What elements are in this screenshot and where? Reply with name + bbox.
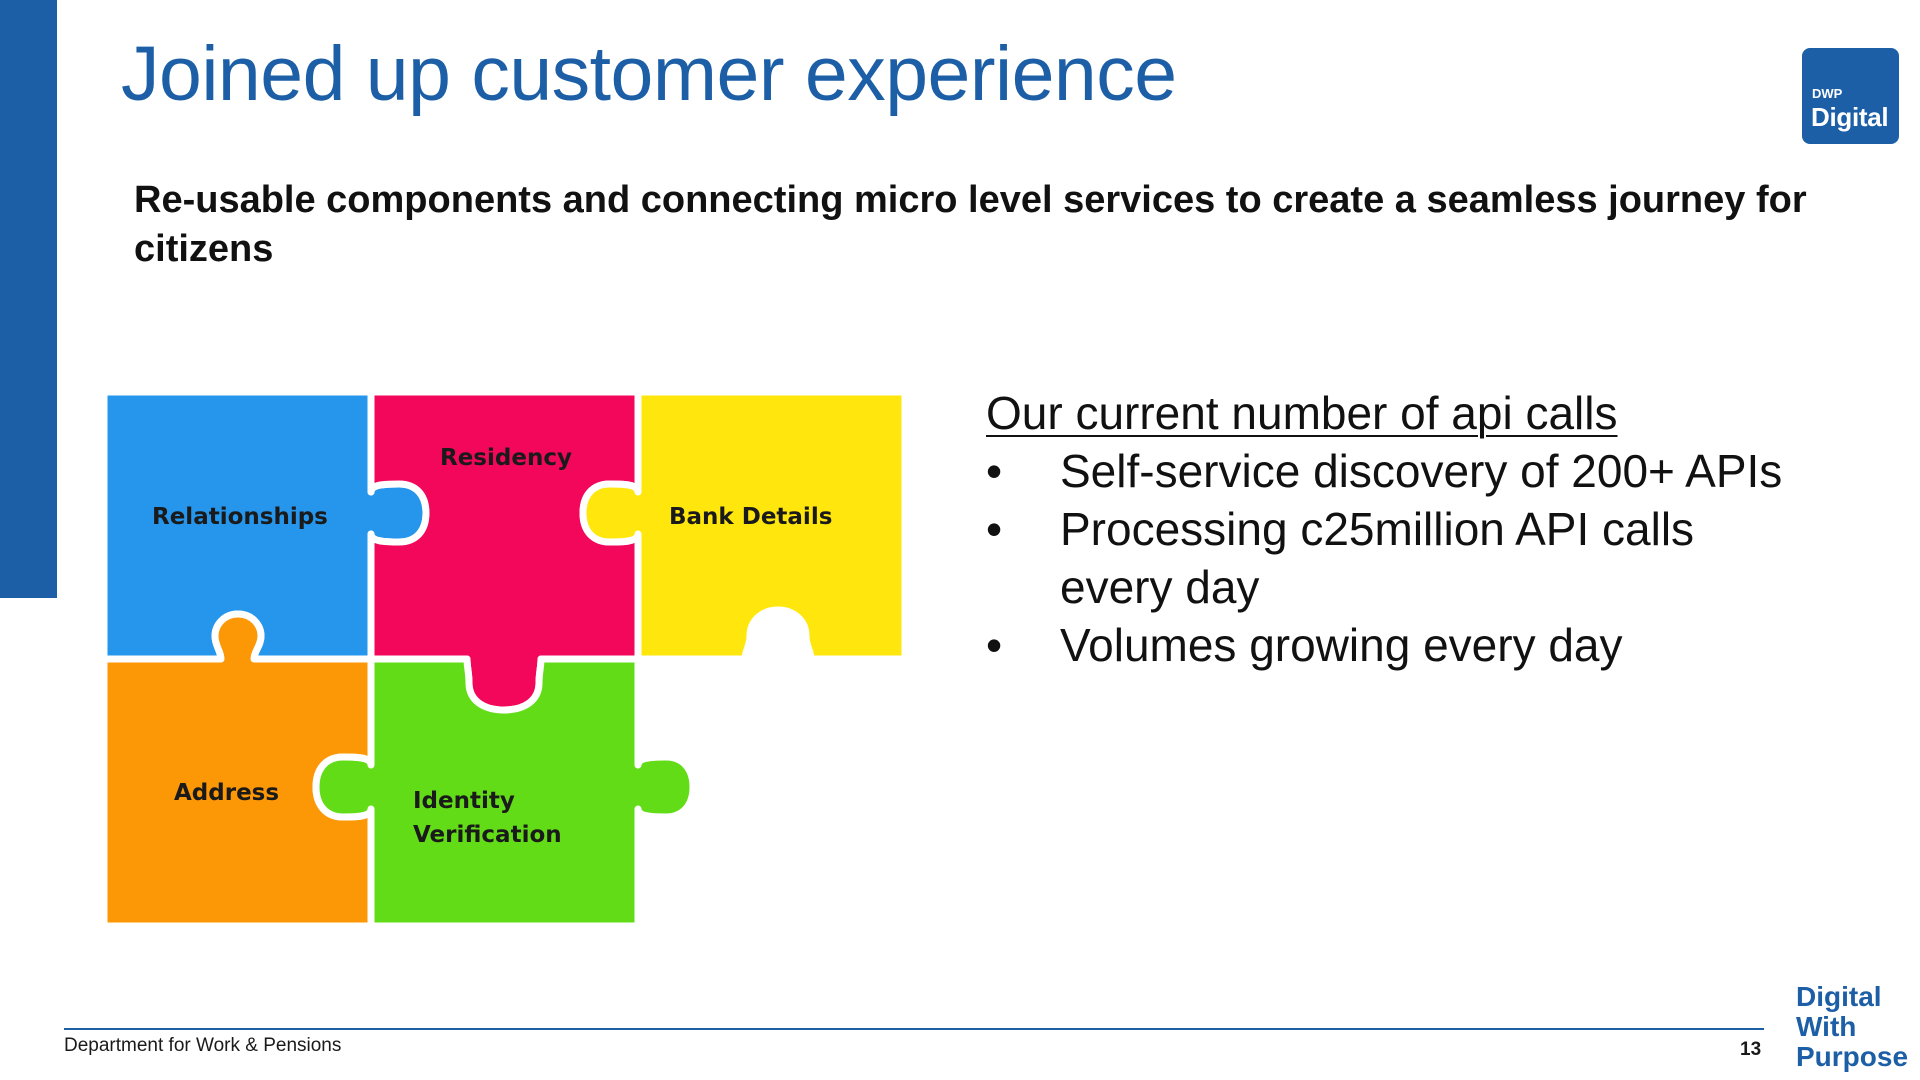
left-accent-bar [0,0,57,598]
api-calls-list: • Self-service discovery of 200+ APIs • … [986,442,1866,674]
puzzle-label-identity-verification: Identity Verification [413,784,562,852]
page-number: 13 [1740,1039,1762,1060]
bullet-icon: • [986,445,1003,497]
puzzle-label-relationships: Relationships [152,504,328,530]
slide-title: Joined up customer experience [121,31,1177,117]
puzzle-label-bank-details: Bank Details [669,504,833,530]
logo-big-text: Digital [1811,102,1889,132]
list-item-text: Processing c25million API calls every da… [1060,503,1695,613]
list-item: • Processing c25million API calls every … [986,500,1760,616]
puzzle-graphic [100,388,909,930]
puzzle-label-residency: Residency [440,445,572,471]
tagline-line-3: Purpose [1796,1041,1909,1072]
list-item: • Self-service discovery of 200+ APIs [986,442,1866,500]
footer-divider [64,1028,1764,1030]
puzzle-piece-bank-details [579,388,909,663]
bullet-icon: • [986,503,1003,555]
puzzle-diagram: Relationships Residency Bank Details Add… [100,388,909,932]
tagline-line-1: Digital [1796,981,1882,1012]
identity-label-line-2: Verification [413,822,562,848]
identity-label-line-1: Identity [413,788,515,814]
api-calls-heading: Our current number of api calls [986,387,1618,439]
list-item-text: Volumes growing every day [1060,619,1623,671]
digital-with-purpose-tagline: Digital With Purpose [1796,982,1908,1072]
bullet-icon: • [986,619,1003,671]
list-item: • Volumes growing every day [986,616,1866,674]
logo-small-text: DWP [1812,86,1843,101]
slide-subtitle: Re-usable components and connecting micr… [134,179,1807,270]
puzzle-piece-identity-verification [312,655,697,930]
tagline-line-2: With [1796,1011,1857,1042]
puzzle-label-address: Address [174,780,280,806]
api-calls-section: Our current number of api calls • Self-s… [986,384,1866,674]
footer-department: Department for Work & Pensions [64,1035,342,1056]
list-item-text: Self-service discovery of 200+ APIs [1060,445,1783,497]
dwp-digital-logo: DWP Digital [1802,48,1899,144]
